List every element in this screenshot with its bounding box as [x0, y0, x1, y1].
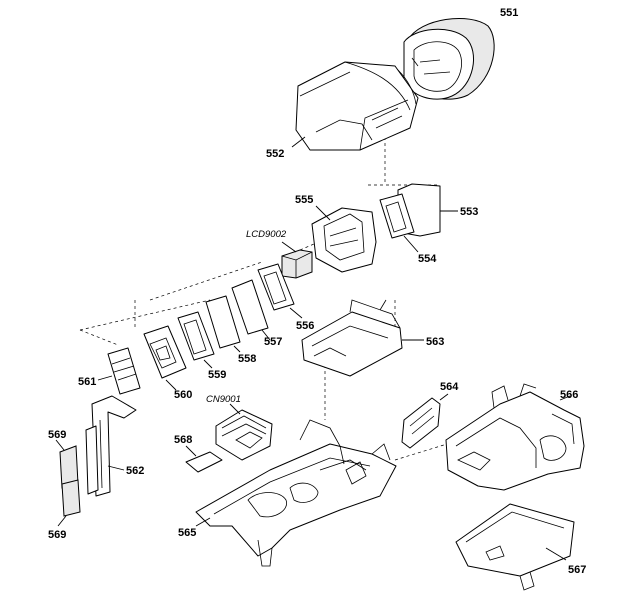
- label-560: 560: [174, 389, 192, 401]
- leader-lcd9002: [281, 241, 297, 253]
- label-556: 556: [296, 320, 314, 332]
- part-555-bracket: [311, 207, 377, 273]
- leader-552: [291, 136, 306, 148]
- leader-567: [545, 547, 567, 561]
- label-cn9001: CN9001: [206, 394, 241, 405]
- part-552-lens-barrel: [295, 61, 419, 151]
- leader-569-top: [55, 439, 65, 451]
- leader-556: [289, 307, 303, 319]
- label-564: 564: [440, 381, 459, 393]
- leader-cn9001: [229, 403, 241, 415]
- label-lcd9002: LCD9002: [246, 229, 287, 240]
- part-cn9001-connector: [215, 409, 273, 461]
- part-561-board: [107, 347, 141, 395]
- part-lcd9002-display: [281, 249, 313, 279]
- leader-561: [97, 375, 113, 381]
- leader-562: [107, 465, 125, 471]
- label-562: 562: [126, 465, 144, 477]
- label-551: 551: [500, 7, 518, 19]
- part-labels: 551 552 553 554 555 LCD9002 556 557 558 …: [48, 7, 586, 576]
- part-568-sheet: [185, 451, 223, 473]
- part-564-board: [401, 397, 441, 449]
- leader-559: [203, 359, 213, 369]
- part-562-flex-cable: [85, 395, 137, 497]
- part-560-holder: [143, 325, 187, 379]
- leader-560: [165, 379, 177, 391]
- part-554-frame: [379, 193, 415, 239]
- label-552: 552: [266, 148, 284, 160]
- part-563-plate: [301, 299, 403, 377]
- label-569-bottom: 569: [48, 529, 66, 541]
- leader-557: [261, 329, 271, 341]
- leader-566: [559, 395, 571, 401]
- label-563: 563: [426, 336, 444, 348]
- label-568: 568: [174, 434, 192, 446]
- label-567: 567: [568, 564, 586, 576]
- part-567-lower-plate: [455, 503, 575, 591]
- part-559-frame: [177, 311, 215, 361]
- part-558-sheet: [205, 295, 241, 349]
- label-558: 558: [238, 353, 256, 365]
- label-561: 561: [78, 376, 96, 388]
- label-555: 555: [295, 194, 313, 206]
- leader-565: [195, 517, 211, 527]
- leader-558: [233, 345, 241, 353]
- label-569-top: 569: [48, 429, 66, 441]
- part-551-ring-housing: [403, 18, 495, 100]
- label-559: 559: [208, 369, 226, 381]
- label-566: 566: [560, 389, 578, 401]
- label-553: 553: [460, 206, 478, 218]
- leader-554: [403, 235, 419, 253]
- part-556-frame: [257, 263, 295, 311]
- part-557-sheet: [231, 279, 269, 335]
- leader-555: [315, 205, 331, 221]
- part-569-strips: [59, 445, 81, 517]
- label-557: 557: [264, 336, 282, 348]
- leader-568: [185, 445, 197, 457]
- part-565-base-frame: [195, 419, 397, 567]
- label-554: 554: [418, 253, 437, 265]
- part-566-chassis: [445, 383, 585, 491]
- leader-564: [439, 393, 449, 401]
- leader-569-bottom: [57, 515, 67, 527]
- label-565: 565: [178, 527, 196, 539]
